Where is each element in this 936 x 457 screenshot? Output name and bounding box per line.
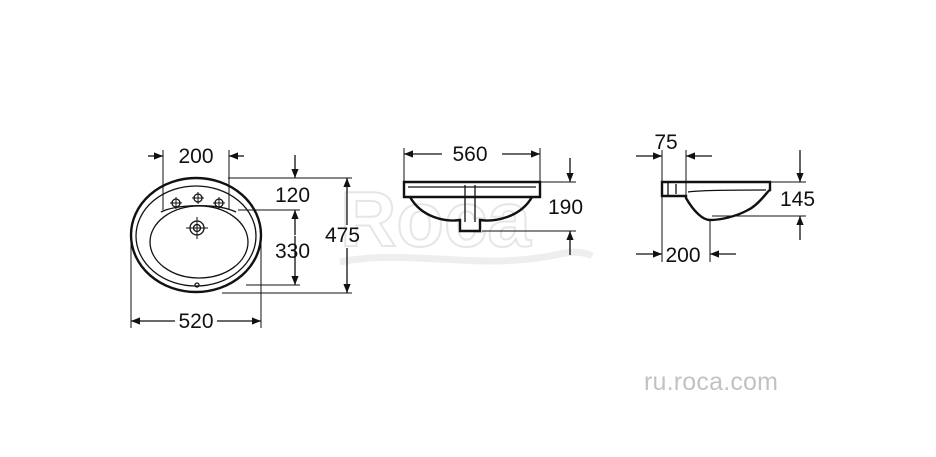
- dim-front-height-label: 190: [548, 196, 583, 219]
- dim-side-bottom-label: 200: [665, 244, 700, 267]
- tap-hole-right: [213, 197, 225, 209]
- dim-side-top-label: 75: [654, 131, 677, 154]
- basin-inner-rim: [135, 185, 257, 287]
- basin-bowl: [149, 205, 249, 279]
- dim-offset-label: 120: [275, 184, 310, 207]
- front-bowl: [408, 196, 534, 233]
- drain-hole: [186, 217, 208, 239]
- side-inner-line: [687, 189, 767, 193]
- dim-depth-label: 475: [325, 224, 360, 247]
- side-view: 75 145 200: [636, 131, 815, 267]
- watermark-swoosh: [339, 248, 594, 266]
- top-view: 200 520 120 330 475: [129, 145, 360, 333]
- dim-front-width-label: 560: [452, 143, 487, 166]
- dim-width-label: 520: [178, 310, 213, 333]
- dim-bowl-depth-label: 330: [275, 240, 310, 263]
- front-view: 560 190: [402, 143, 583, 255]
- tap-hole-center: [192, 192, 204, 204]
- website-url: ru.roca.com: [644, 368, 779, 396]
- tap-deck-line: [160, 205, 237, 213]
- dim-tap-spacing-label: 200: [178, 145, 213, 168]
- dim-side-height-label: 145: [780, 188, 815, 211]
- overflow-hole: [194, 282, 200, 288]
- basin-outer-rim: [129, 176, 263, 294]
- side-profile: [660, 180, 772, 222]
- front-rim: [402, 180, 542, 199]
- tap-hole-left: [170, 197, 182, 209]
